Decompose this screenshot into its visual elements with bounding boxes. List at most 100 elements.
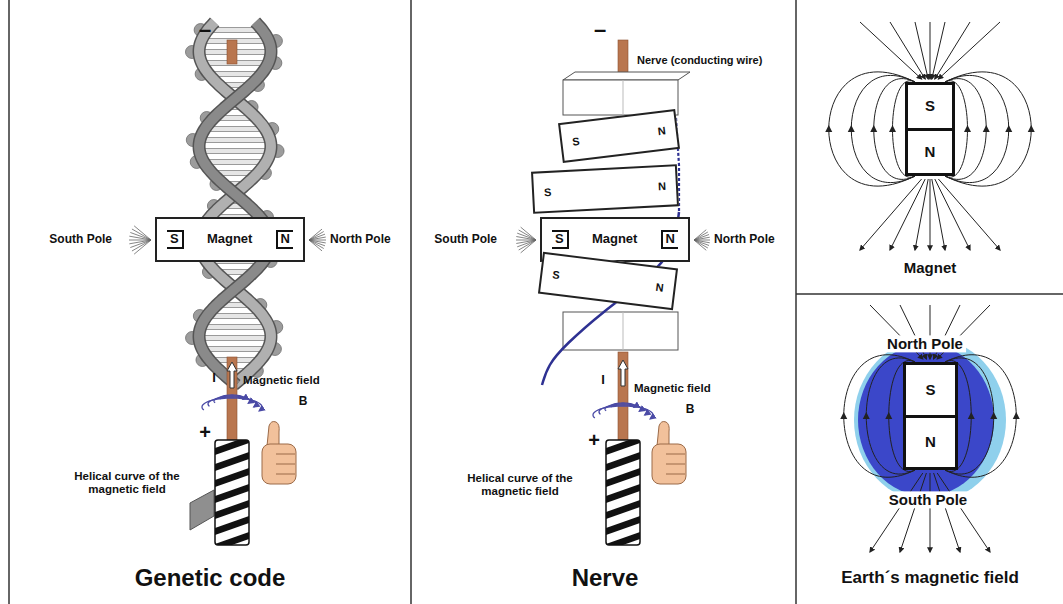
pole-field-lines: [516, 227, 536, 253]
pole-field-lines: [694, 230, 710, 251]
finger-line: [276, 464, 295, 465]
base-pair: [201, 324, 270, 330]
field-line: [694, 240, 706, 250]
pole-letter: N: [655, 281, 664, 294]
annotation-label: North Pole: [330, 233, 391, 247]
box-center-line: [623, 312, 624, 350]
screw-band: [215, 500, 249, 519]
field-arrow: [1028, 125, 1035, 132]
screw-band: [215, 452, 249, 471]
helical-screw: [606, 420, 640, 567]
dna-strand-outline: [199, 22, 271, 385]
annotation-label: Magnetic field: [634, 382, 711, 395]
field-arrow: [848, 125, 855, 132]
annotation-label: Nerve (conducting wire): [637, 54, 762, 67]
base-pair: [199, 148, 270, 154]
field-line: [129, 236, 151, 240]
field-line: [934, 473, 960, 552]
panel-frame: [9, 0, 1063, 604]
panel-title: Nerve: [572, 564, 639, 592]
annotation-label: Helical curve of the magnetic field: [67, 470, 187, 496]
pole-letter: N: [908, 131, 952, 174]
field-line: [517, 233, 536, 240]
current-arrow: [227, 362, 237, 388]
field-line: [860, 22, 922, 79]
screw-outline: [215, 440, 249, 545]
field-line: [521, 240, 536, 253]
screw-band: [606, 452, 640, 471]
annotation-label: North Pole: [884, 335, 966, 352]
field-arrow: [825, 125, 832, 132]
field-line: [930, 22, 931, 79]
current-arrow: [618, 360, 628, 386]
screw-bands: [215, 440, 249, 545]
pole-letter: N: [906, 418, 955, 468]
pole-letter: S: [572, 135, 581, 148]
magnet-field-lines: [840, 305, 1020, 552]
field-arrow: [1005, 125, 1012, 132]
annotation-label: South Pole: [886, 491, 970, 508]
magnet-label: Magnet: [592, 232, 638, 246]
base-pair: [202, 346, 268, 352]
panel-divider: [8, 0, 10, 604]
field-line: [915, 179, 928, 250]
field-arrow: [968, 412, 975, 419]
magnet-bar: SMagnetN: [155, 217, 305, 262]
annotation-label: North Pole: [714, 233, 775, 247]
field-line: [130, 232, 151, 240]
pole-field-lines: [129, 226, 151, 254]
pole-letter: N: [657, 124, 666, 137]
field-arrow: [840, 412, 847, 419]
base-pair: [202, 347, 268, 351]
field-line: [309, 240, 322, 251]
dna-strand: [199, 22, 271, 385]
annotation-label: Magnetic field: [243, 374, 320, 387]
thumbs-up-hand: [652, 422, 686, 485]
screw-band: [215, 484, 249, 503]
pole-letter: S: [906, 365, 955, 418]
annotation-label: South Pole: [434, 233, 497, 247]
field-line: [309, 237, 326, 240]
thumbs-up-hand: [262, 422, 296, 485]
magnetic-field-arcs: [202, 395, 262, 411]
field-line: [134, 240, 151, 254]
field-arrow: [885, 412, 892, 419]
field-loop: [945, 72, 1031, 186]
field-arrow: [870, 125, 877, 132]
screw-bands: [606, 440, 640, 545]
screw-band: [215, 532, 249, 545]
pole-letter: N: [658, 180, 667, 192]
screw-band: [606, 484, 640, 503]
pole-letter: S: [544, 186, 552, 198]
nerve-segment-box: SN: [558, 109, 680, 163]
screw-core: [606, 440, 640, 545]
field-line: [930, 179, 931, 250]
earth-magnet: SN: [903, 362, 958, 470]
field-loop: [829, 72, 915, 186]
dna-helix: [186, 22, 285, 385]
field-line: [309, 240, 324, 249]
field-arc: [202, 398, 262, 411]
screw-band: [606, 468, 640, 487]
conducting-rod: [618, 40, 628, 75]
magnet-label: Magnet: [207, 232, 253, 246]
field-line: [937, 473, 990, 552]
panel-title: –: [199, 17, 211, 42]
field-line: [938, 179, 1000, 250]
panel-title: Earth´s magnetic field: [841, 568, 1019, 588]
field-line: [932, 22, 945, 79]
base-pair: [199, 336, 271, 340]
finger-line: [276, 474, 295, 475]
finger-line: [666, 454, 685, 455]
field-arc: [593, 406, 653, 419]
field-arrow: [889, 125, 896, 132]
annotation-label: I: [212, 371, 216, 386]
pole-field-lines: [309, 229, 326, 251]
panel-title: –: [594, 17, 606, 42]
base-pair: [201, 325, 270, 329]
pole-letter: N: [661, 230, 678, 248]
field-arrow: [964, 125, 971, 132]
base-pair: [200, 138, 270, 142]
dna-fragment: [190, 490, 214, 530]
